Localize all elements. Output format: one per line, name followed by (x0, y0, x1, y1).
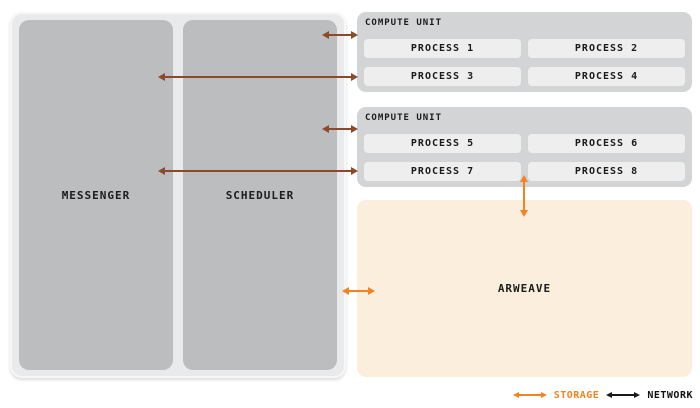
process-7-label: PROCESS 7 (410, 166, 475, 177)
process-1-label: PROCESS 1 (410, 43, 475, 54)
compute-unit-1: COMPUTE UNIT PROCESS 1 PROCESS 2 PROCESS… (357, 12, 692, 92)
process-8-box: PROCESS 8 (528, 162, 685, 181)
arrowhead-left-icon (322, 125, 329, 133)
process-5-label: PROCESS 5 (410, 138, 475, 149)
legend-storage-label: STORAGE (553, 389, 600, 401)
arrowhead-down-icon (520, 210, 528, 217)
legend: STORAGE NETWORK (512, 388, 693, 402)
arrowhead-left-icon (606, 392, 613, 398)
arrow-shaft (349, 290, 368, 292)
process-2-box: PROCESS 2 (528, 39, 685, 58)
scheduler-panel: SCHEDULER (183, 20, 337, 370)
arrowhead-right-icon (634, 392, 641, 398)
arrowhead-right-icon (540, 392, 547, 398)
arrowhead-right-icon (351, 167, 358, 175)
legend-storage-arrow-icon (512, 391, 547, 399)
process-4-box: PROCESS 4 (528, 67, 685, 86)
network-arrow-scheduler-cu1-icon (322, 31, 358, 39)
process-2-label: PROCESS 2 (574, 43, 639, 54)
arrowhead-right-icon (351, 125, 358, 133)
legend-network-label: NETWORK (647, 389, 693, 401)
process-6-label: PROCESS 6 (574, 138, 639, 149)
process-3-box: PROCESS 3 (364, 67, 521, 86)
storage-arrow-cu2-arweave-icon (520, 175, 528, 217)
process-6-box: PROCESS 6 (528, 134, 685, 153)
legend-network-arrow-icon (606, 391, 641, 399)
compute-unit-1-label: COMPUTE UNIT (365, 18, 443, 28)
process-7-box: PROCESS 7 (364, 162, 521, 181)
arrow-shaft (165, 76, 351, 78)
network-arrow-messenger-cu1-icon (158, 73, 358, 81)
arrow-shaft (523, 182, 525, 210)
scheduler-label: SCHEDULER (225, 188, 295, 202)
process-5-box: PROCESS 5 (364, 134, 521, 153)
process-8-label: PROCESS 8 (574, 166, 639, 177)
arrow-shaft (612, 394, 635, 396)
network-arrow-messenger-cu2-icon (158, 167, 358, 175)
arrowhead-left-icon (158, 73, 165, 81)
arrowhead-left-icon (322, 31, 329, 39)
arrow-shaft (518, 394, 541, 396)
arrowhead-up-icon (520, 175, 528, 182)
process-4-label: PROCESS 4 (574, 71, 639, 82)
arrowhead-right-icon (368, 287, 375, 295)
process-3-label: PROCESS 3 (410, 71, 475, 82)
arrow-shaft (329, 34, 351, 36)
network-arrow-scheduler-cu2-icon (322, 125, 358, 133)
arrowhead-left-icon (158, 167, 165, 175)
messenger-panel: MESSENGER (19, 20, 173, 370)
compute-unit-2-label: COMPUTE UNIT (365, 113, 443, 123)
messenger-label: MESSENGER (61, 188, 131, 202)
arrow-shaft (165, 170, 351, 172)
arrowhead-right-icon (351, 73, 358, 81)
arrowhead-right-icon (351, 31, 358, 39)
process-1-box: PROCESS 1 (364, 39, 521, 58)
arrow-shaft (329, 128, 351, 130)
arweave-label: ARWEAVE (497, 282, 552, 295)
arweave-box: ARWEAVE (357, 200, 692, 377)
arrowhead-left-icon (512, 392, 519, 398)
compute-unit-2: COMPUTE UNIT PROCESS 5 PROCESS 6 PROCESS… (357, 107, 692, 187)
storage-arrow-core-arweave-icon (342, 287, 375, 295)
arrowhead-left-icon (342, 287, 349, 295)
